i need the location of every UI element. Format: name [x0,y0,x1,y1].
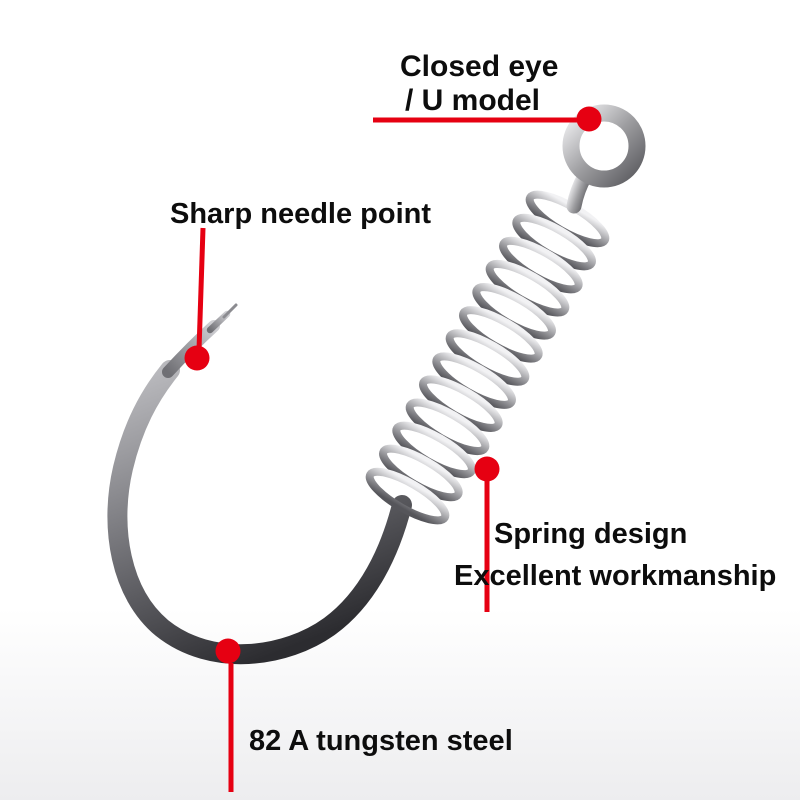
callout-dot-point [184,345,210,371]
callout-dot-spring [474,456,500,482]
hook-point-tip [222,303,238,319]
label-tungsten-steel: 82 A tungsten steel [249,725,513,757]
callout-dot-eye [576,106,602,132]
hook-bend [107,360,412,665]
label-workmanship: Excellent workmanship [454,560,777,592]
spring-coils [365,190,610,525]
label-closed-eye-line1: Closed eye [400,50,559,83]
callout-line-point [196,227,206,351]
callouts [184,106,602,792]
label-needle-point: Sharp needle point [170,198,432,230]
label-spring-design: Spring design [494,518,688,550]
hook-shank [395,202,580,513]
label-closed-eye-line2: / U model [405,84,541,117]
callout-dot-steel [215,638,241,664]
spring-coil [365,467,450,525]
hook-eye [562,104,646,188]
